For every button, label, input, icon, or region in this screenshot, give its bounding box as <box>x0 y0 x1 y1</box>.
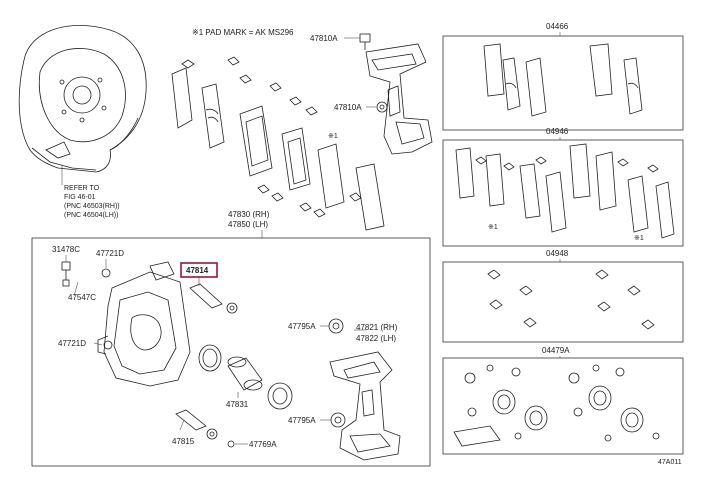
label-47795a-bot: 47795A <box>288 416 316 425</box>
label-47814[interactable]: 47814 <box>186 266 209 275</box>
bleeder-cap-47721d-top[interactable] <box>101 268 111 278</box>
kit-04479a-code[interactable]: 04479A <box>542 346 570 355</box>
label-47822-lh: 47822 (LH) <box>356 334 396 343</box>
kit-04948-clips <box>487 269 655 330</box>
caliper-mounting-bracket-top[interactable] <box>365 43 433 155</box>
kit-04479a-seals-boots <box>453 364 660 447</box>
label-47721d-bot: 47721D <box>58 339 86 348</box>
refer-to-line3: (PNC 46503(RH)) <box>64 203 120 210</box>
kit-04946-frame[interactable] <box>442 139 684 247</box>
label-47850-lh: 47850 (LH) <box>228 220 268 229</box>
refer-to-line1: REFER TO <box>64 185 100 192</box>
kit-04466-frame[interactable] <box>442 35 684 131</box>
label-47821-rh: 47821 (RH) <box>356 323 398 332</box>
kit-04946-mark-b: ※1 <box>634 235 644 242</box>
caliper-cylinder-body[interactable] <box>97 261 191 387</box>
kit-04466-code[interactable]: 04466 <box>546 22 569 31</box>
label-47721d-top: 47721D <box>96 249 124 258</box>
guide-pin-47815[interactable] <box>175 409 218 440</box>
piston-boot[interactable] <box>267 382 293 410</box>
kit-04948-code[interactable]: 04948 <box>546 249 569 258</box>
figure-id: 47A011 <box>658 459 682 466</box>
boot-47795a-bot[interactable] <box>330 412 346 428</box>
label-31478c: 31478C <box>52 245 80 254</box>
caliper-mounting-47821[interactable] <box>329 351 401 461</box>
label-47831: 47831 <box>226 400 249 409</box>
bleeder-cap-47721d-bot[interactable] <box>103 340 113 350</box>
bushing-47769a[interactable] <box>227 440 235 448</box>
label-47810a-top: 47810A <box>310 34 338 43</box>
refer-to-line4: (PNC 46504(LH)) <box>64 212 118 219</box>
label-47795a-top: 47795A <box>288 322 316 331</box>
kit-04479a-frame[interactable] <box>442 357 684 455</box>
piston-seal-ring[interactable] <box>198 344 222 372</box>
caliper-assembly-frame <box>31 237 431 467</box>
bolt-47810a-mid[interactable] <box>376 101 388 113</box>
kit-04946-pads <box>455 143 675 239</box>
kit-04946-mark-a: ※1 <box>488 224 498 231</box>
label-47547c: 47547C <box>68 293 96 302</box>
pad-mark-note: ※1 PAD MARK = AK MS296 <box>192 28 294 37</box>
label-47830-rh: 47830 (RH) <box>228 210 270 219</box>
refer-to-line2: FIG 46-01 <box>64 194 96 201</box>
guide-pin-47814[interactable] <box>189 283 238 314</box>
dust-shield-part[interactable] <box>18 25 147 185</box>
exploded-pads-and-shims[interactable] <box>171 56 385 231</box>
boot-47795a-top[interactable] <box>328 318 344 334</box>
kit-04946-code[interactable]: 04946 <box>546 127 569 136</box>
mark-1-label: ※1 <box>328 133 338 140</box>
kit-04948-frame[interactable] <box>442 261 684 343</box>
label-47769a: 47769A <box>249 440 277 449</box>
bleeder-plug-31478c[interactable] <box>61 261 71 287</box>
label-47810a-mid: 47810A <box>334 103 362 112</box>
piston-47831[interactable] <box>227 356 263 391</box>
bolt-47810a-top[interactable] <box>359 33 371 50</box>
kit-04466-pads <box>483 43 643 117</box>
label-47815: 47815 <box>172 437 195 446</box>
